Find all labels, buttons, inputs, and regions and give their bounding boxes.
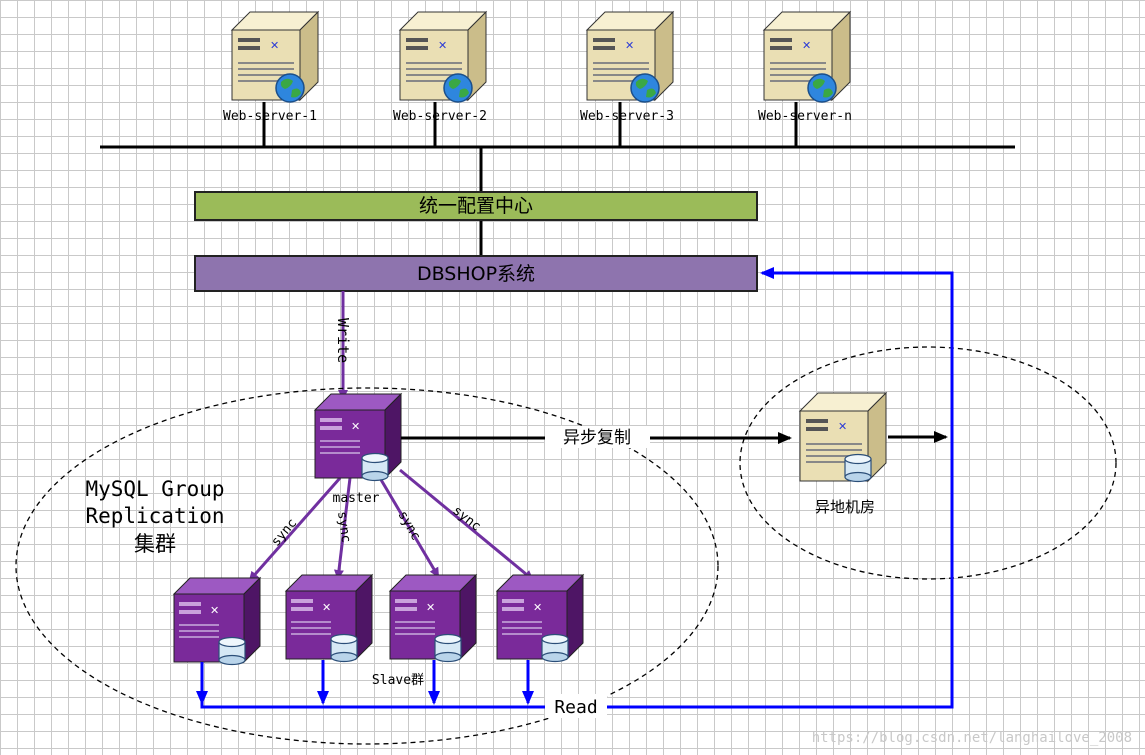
cluster-label-line1: MySQL Group	[85, 477, 224, 501]
read-label-bg	[545, 694, 607, 718]
database-icon	[361, 452, 389, 482]
server-icon	[285, 574, 373, 660]
web-server-1	[231, 11, 319, 103]
read-label: Read	[554, 697, 597, 718]
remote-server	[799, 392, 887, 483]
config-center-box	[194, 191, 758, 221]
web-server-n	[763, 11, 851, 103]
async-copy-label-bg	[545, 426, 650, 448]
sync-label-1: sync	[269, 516, 301, 550]
sync-label-2: sync	[334, 510, 353, 543]
watermark: https://blog.csdn.net/langhailove_2008	[812, 730, 1132, 746]
sync-label-4: sync	[450, 503, 484, 534]
master-server	[314, 393, 402, 482]
database-icon	[218, 636, 246, 666]
remote-room-label: 异地机房	[815, 498, 875, 516]
globe-icon	[807, 73, 837, 103]
cluster-boundary	[15, 387, 719, 745]
web-server-1-label: Web-server-1	[223, 109, 317, 124]
globe-icon	[630, 73, 660, 103]
web-server-2	[399, 11, 487, 103]
server-icon	[399, 11, 487, 101]
sync-label-3: sync	[395, 509, 424, 544]
dbshop-box	[194, 255, 758, 292]
slave-server-2	[285, 574, 373, 663]
async-copy-label: 异步复制	[563, 428, 631, 448]
database-icon	[330, 633, 358, 663]
config-center-label: 统一配置中心	[419, 195, 533, 217]
master-label: master	[333, 491, 380, 506]
slave-server-1	[173, 577, 261, 666]
web-server-2-label: Web-server-2	[393, 109, 487, 124]
web-server-3	[586, 11, 674, 103]
slave-group-label: Slave群	[372, 673, 424, 688]
web-server-n-label: Web-server-n	[758, 109, 852, 124]
write-label: Write	[334, 318, 352, 363]
database-icon	[844, 453, 872, 483]
cluster-label-line3: 集群	[134, 532, 176, 556]
server-icon	[231, 11, 319, 101]
globe-icon	[443, 73, 473, 103]
dbshop-label: DBSHOP系统	[417, 263, 535, 285]
read-path	[196, 267, 954, 709]
database-icon	[541, 633, 569, 663]
server-icon	[173, 577, 261, 663]
slave-server-3	[389, 574, 477, 663]
sync-arrows	[248, 468, 534, 582]
slave-server-4	[496, 574, 584, 663]
network-bus	[100, 102, 1015, 256]
database-icon	[434, 633, 462, 663]
cluster-label-line2: Replication	[85, 504, 224, 528]
server-icon	[496, 574, 584, 660]
server-icon	[389, 574, 477, 660]
globe-icon	[275, 73, 305, 103]
server-icon	[763, 11, 851, 101]
web-server-3-label: Web-server-3	[580, 109, 674, 124]
remote-room-boundary	[739, 346, 1117, 580]
server-icon	[799, 392, 887, 482]
server-icon	[586, 11, 674, 101]
